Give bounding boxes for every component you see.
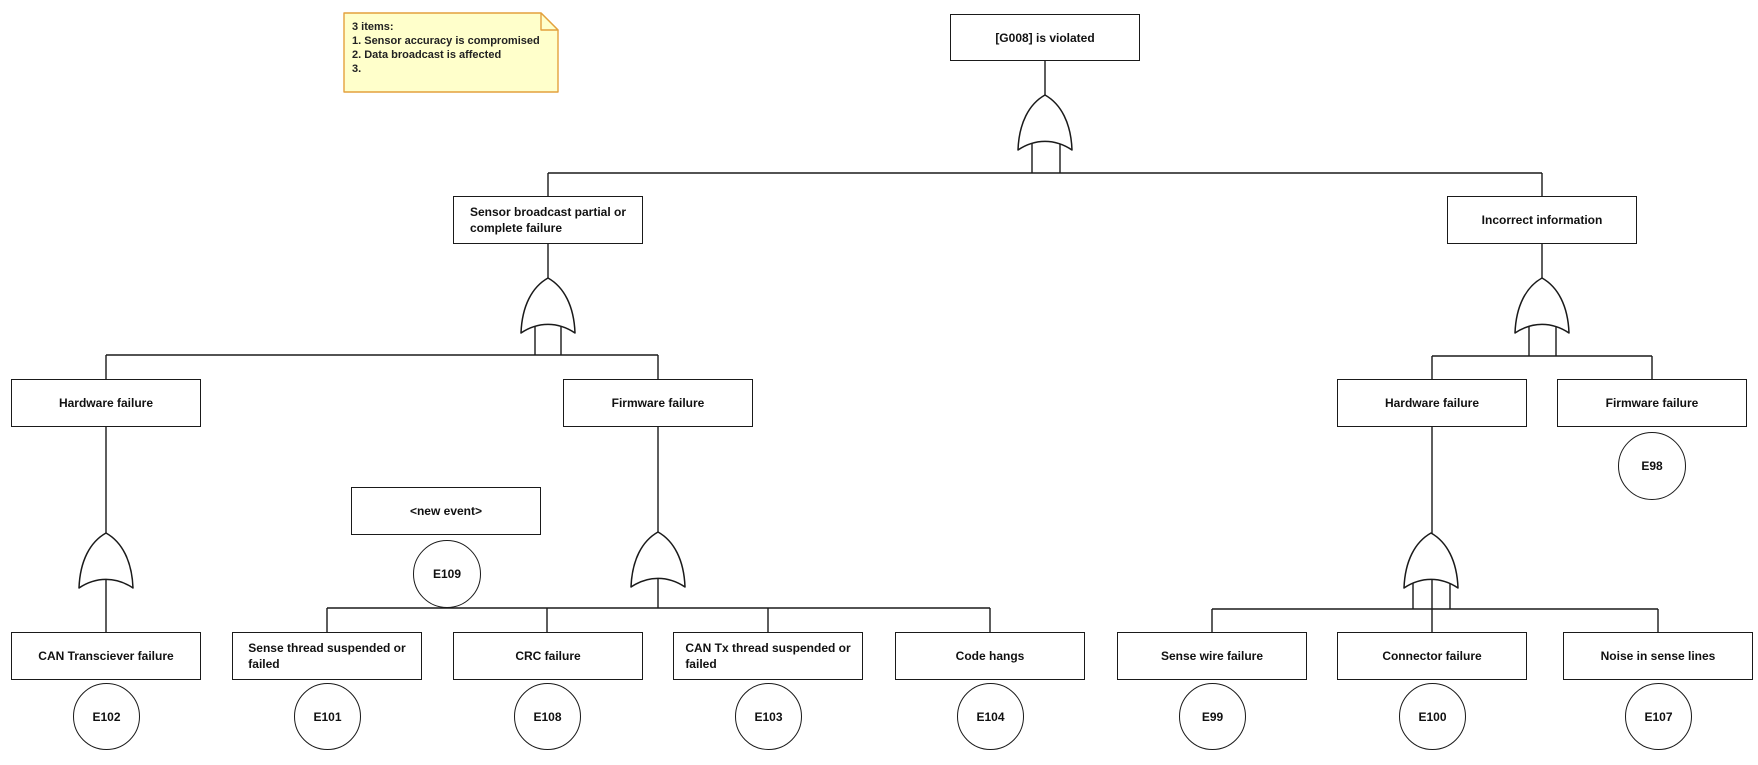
event-id: E102: [92, 709, 121, 724]
event-id: E100: [1418, 709, 1447, 724]
event-circle-e99[interactable]: E99: [1179, 683, 1246, 750]
event-circle-e109[interactable]: E109: [413, 540, 481, 608]
event-circle-e104[interactable]: E104: [957, 683, 1024, 750]
node-g008-violated[interactable]: [G008] is violated: [950, 14, 1140, 61]
sticky-note[interactable]: 3 items: 1. Sensor accuracy is compromis…: [343, 12, 559, 93]
connector-firmware-left-branch: [326, 427, 991, 632]
or-gate-hardware-left[interactable]: [78, 532, 134, 589]
node-label: Hardware failure: [1384, 396, 1480, 410]
or-gate-hardware-right[interactable]: [1403, 532, 1459, 589]
event-id: E108: [533, 709, 562, 724]
node-label: CAN Transciever failure: [38, 649, 174, 663]
node-sensor-broadcast-failure[interactable]: Sensor broadcast partial or complete fai…: [453, 196, 643, 244]
event-id: E109: [432, 567, 462, 581]
node-label: Firmware failure: [1605, 396, 1699, 410]
sticky-note-shape: [343, 12, 559, 93]
event-id: E107: [1644, 709, 1673, 724]
node-label: Sense wire failure: [1160, 649, 1264, 663]
node-hardware-failure-right[interactable]: Hardware failure: [1337, 379, 1527, 427]
node-crc-failure[interactable]: CRC failure: [453, 632, 643, 680]
node-firmware-failure-right[interactable]: Firmware failure: [1557, 379, 1747, 427]
note-line: 3 items:: [352, 21, 394, 33]
node-label: CRC failure: [515, 649, 581, 663]
node-label: Sensor broadcast partial or complete fai…: [469, 205, 627, 235]
node-code-hangs[interactable]: Code hangs: [895, 632, 1085, 680]
node-incorrect-information[interactable]: Incorrect information: [1447, 196, 1637, 244]
sticky-note-body: [343, 12, 559, 93]
node-sense-wire-failure[interactable]: Sense wire failure: [1117, 632, 1307, 680]
connector-sensor-branch: [105, 244, 659, 632]
event-circle-e108[interactable]: E108: [514, 683, 581, 750]
event-circle-e102[interactable]: E102: [73, 683, 140, 750]
event-circle-e98[interactable]: E98: [1618, 432, 1686, 500]
note-line: 3.: [352, 63, 362, 75]
node-sense-thread-suspended[interactable]: Sense thread suspended or failed: [232, 632, 422, 680]
node-label: <new event>: [409, 504, 483, 518]
node-label: CAN Tx thread suspended or failed: [685, 641, 851, 671]
sticky-note-fold-corner: [540, 12, 559, 31]
node-label: Incorrect information: [1481, 213, 1603, 227]
connector-top-level: [547, 61, 1543, 196]
event-id: E104: [976, 709, 1005, 724]
node-new-event[interactable]: <new event>: [351, 487, 541, 535]
or-gate-incorrect-information[interactable]: [1514, 277, 1570, 334]
event-id: E101: [313, 709, 342, 724]
event-circle-e101[interactable]: E101: [294, 683, 361, 750]
or-gate-top[interactable]: [1017, 94, 1073, 151]
node-can-tx-thread-suspended[interactable]: CAN Tx thread suspended or failed: [673, 632, 863, 680]
event-circle-e103[interactable]: E103: [735, 683, 802, 750]
sticky-note-text: 3 items: 1. Sensor accuracy is compromis…: [352, 20, 553, 76]
event-circle-e107[interactable]: E107: [1625, 683, 1692, 750]
or-gate-firmware-left[interactable]: [630, 531, 686, 588]
node-label: Code hangs: [955, 649, 1025, 663]
node-label: Sense thread suspended or failed: [248, 641, 406, 671]
connector-incorrect-branch: [1211, 244, 1659, 632]
node-noise-in-sense-lines[interactable]: Noise in sense lines: [1563, 632, 1753, 680]
event-circle-e100[interactable]: E100: [1399, 683, 1466, 750]
node-can-transciever-failure[interactable]: CAN Transciever failure: [11, 632, 201, 680]
note-line: 1. Sensor accuracy is compromised: [352, 35, 540, 47]
node-label: Firmware failure: [611, 396, 705, 410]
note-line: 2. Data broadcast is affected: [352, 49, 502, 61]
event-id: E99: [1201, 709, 1224, 724]
node-label: Hardware failure: [58, 396, 154, 410]
node-label: [G008] is violated: [995, 30, 1095, 45]
node-connector-failure[interactable]: Connector failure: [1337, 632, 1527, 680]
event-id: E103: [754, 709, 783, 724]
event-id: E98: [1641, 459, 1663, 473]
node-label: Connector failure: [1382, 649, 1482, 663]
node-label: Noise in sense lines: [1600, 649, 1716, 663]
node-firmware-failure-left[interactable]: Firmware failure: [563, 379, 753, 427]
node-hardware-failure-left[interactable]: Hardware failure: [11, 379, 201, 427]
or-gate-sensor-broadcast[interactable]: [520, 277, 576, 334]
